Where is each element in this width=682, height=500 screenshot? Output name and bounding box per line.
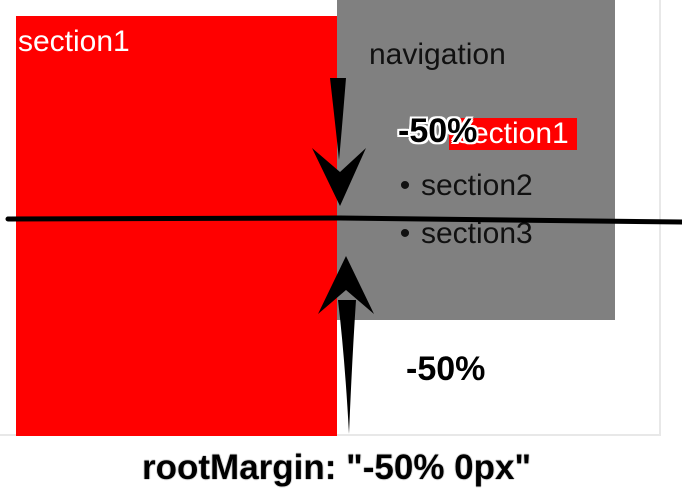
- up-arrow-icon: [318, 256, 374, 314]
- bullet-icon: •: [399, 169, 411, 202]
- nav-item-section1[interactable]: • section1: [449, 118, 577, 150]
- nav-item-label: section1: [457, 117, 569, 150]
- nav-item-label: section3: [421, 217, 533, 250]
- navigation-panel: navigation • section1 • section2 • secti…: [337, 0, 615, 320]
- root-margin-caption: rootMargin: "-50% 0px": [142, 448, 532, 487]
- bullet-icon: •: [399, 217, 411, 250]
- nav-item-section2[interactable]: • section2: [400, 169, 533, 202]
- navigation-title: navigation: [369, 38, 506, 71]
- top-arrow-shaft-icon: [330, 78, 346, 160]
- section-label: section1: [18, 25, 130, 58]
- down-arrow-icon: [312, 148, 366, 206]
- midline-divider: [5, 215, 682, 225]
- bottom-arrow-shaft-icon: [338, 300, 356, 434]
- nav-item-section3[interactable]: • section3: [400, 217, 533, 250]
- top-margin-label: -50%: [398, 112, 478, 150]
- bottom-margin-label: -50%: [406, 350, 486, 388]
- section1-block: section1: [16, 16, 337, 436]
- nav-item-label: section2: [421, 169, 533, 202]
